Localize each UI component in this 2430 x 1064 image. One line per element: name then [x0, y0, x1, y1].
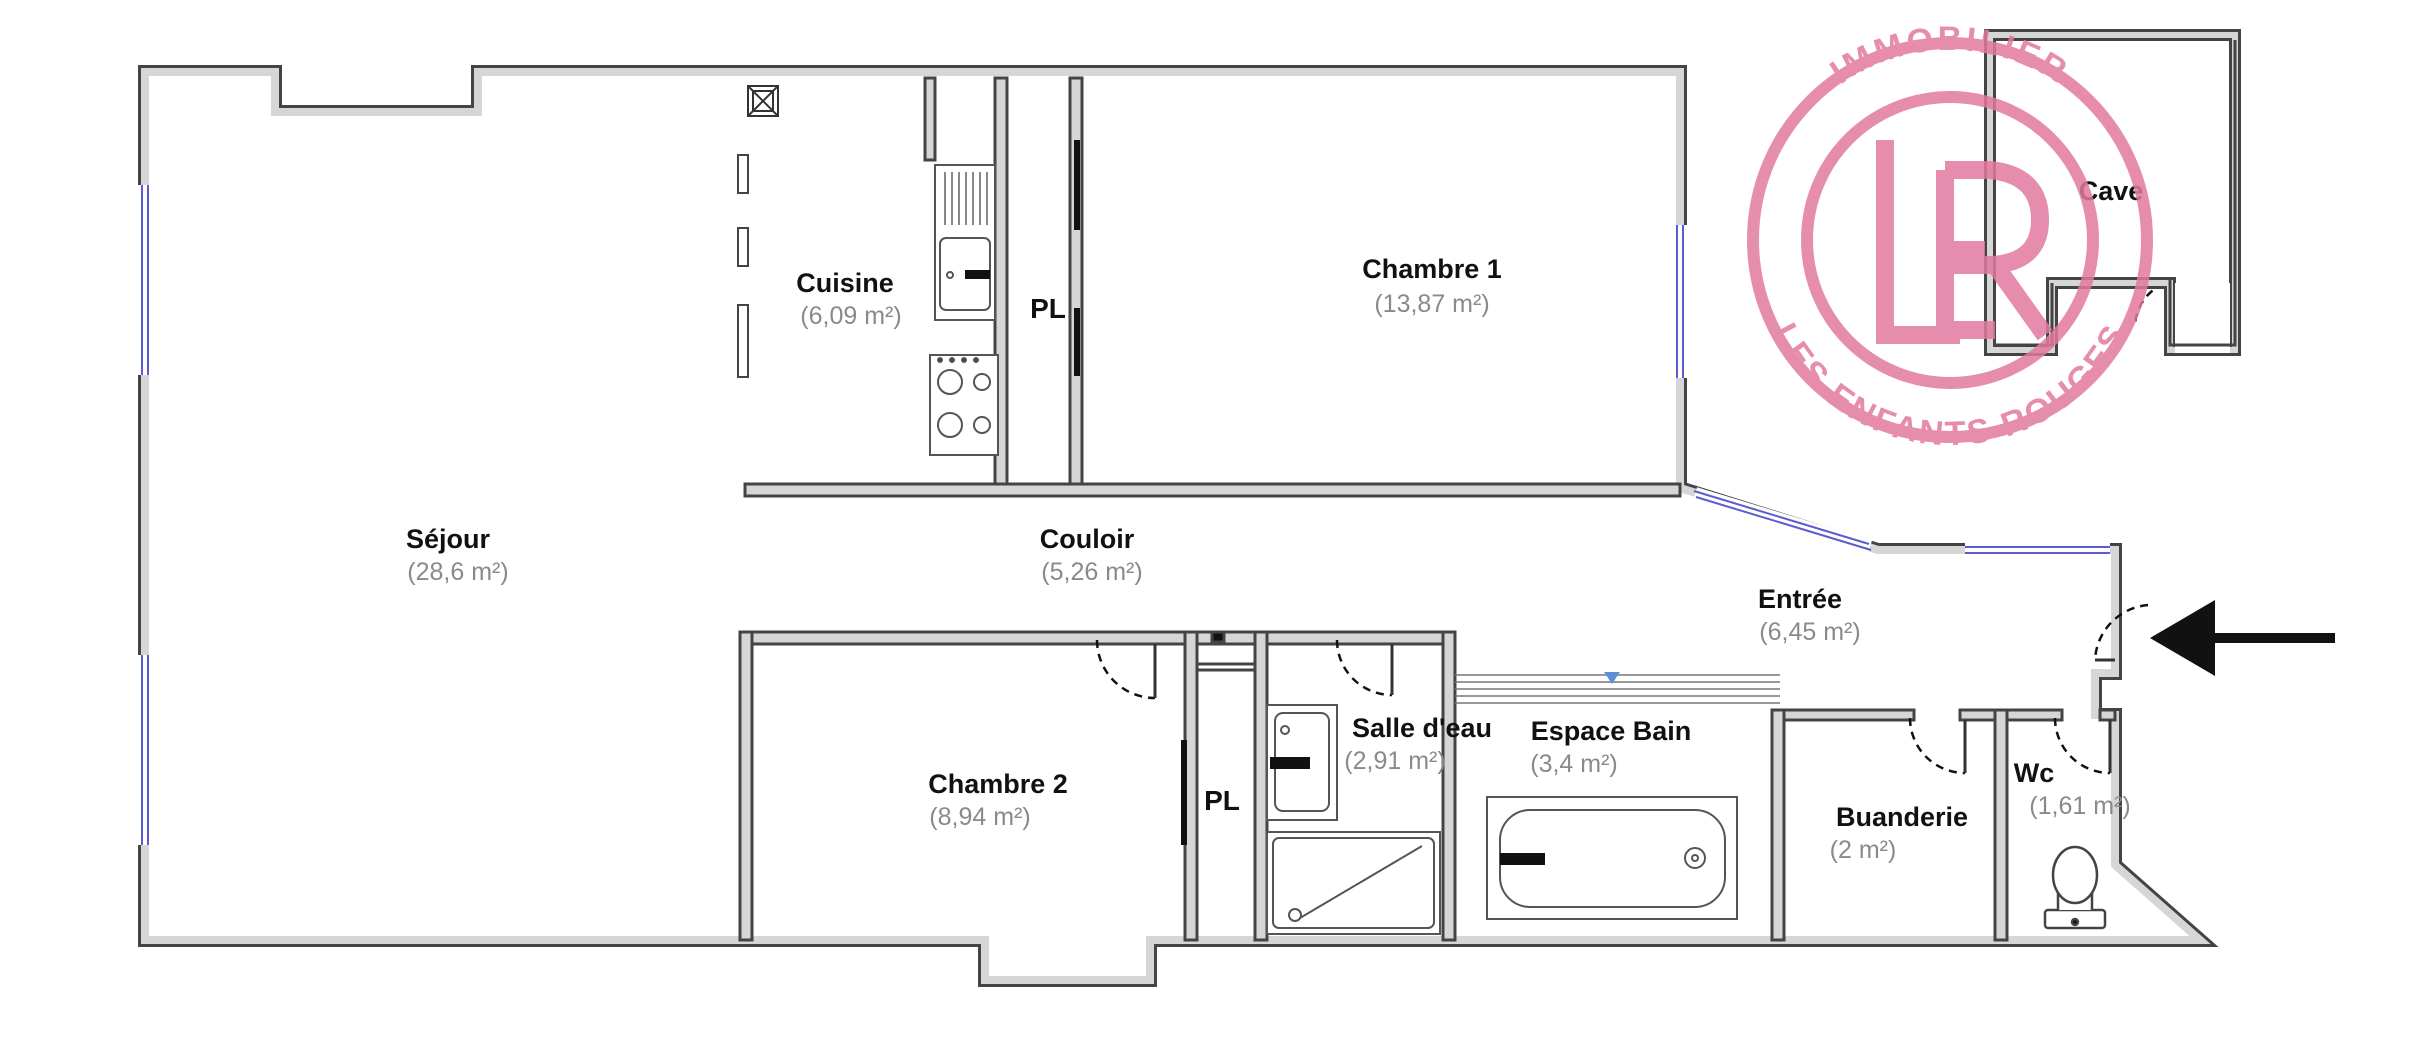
room-chambre1-area: (13,87 m²) — [1374, 290, 1489, 318]
kitchen-partition — [737, 154, 749, 378]
room-salle-deau-name: Salle d'eau — [1352, 713, 1492, 743]
room-wc-name: Wc — [2014, 758, 2055, 788]
room-entree-name: Entrée — [1758, 584, 1842, 614]
room-wc-area: (1,61 m²) — [2029, 792, 2130, 820]
washbasin-icon — [1266, 704, 1338, 821]
room-chambre2-name: Chambre 2 — [928, 769, 1068, 799]
room-buanderie-name: Buanderie — [1836, 802, 1968, 832]
room-couloir-area: (5,26 m²) — [1041, 558, 1142, 586]
stamp-logo-ler — [1876, 140, 2053, 344]
room-sejour-name: Séjour — [406, 524, 491, 554]
room-cuisine-name: Cuisine — [796, 268, 894, 298]
entrance-arrow-icon — [2150, 600, 2335, 676]
shower-tray-icon — [1266, 831, 1441, 935]
room-salle-deau-area: (2,91 m²) — [1344, 747, 1445, 775]
interior-walls — [738, 76, 2117, 942]
closet-doors — [1074, 140, 1187, 845]
stove-icon — [929, 354, 999, 456]
door-stubs — [1195, 630, 1257, 672]
outer-wall-inner — [141, 68, 2211, 984]
room-espace-bain-name: Espace Bain — [1531, 716, 1692, 746]
room-chambre2-area: (8,94 m²) — [929, 803, 1030, 831]
door-leaves — [1153, 644, 2115, 773]
room-chambre1-name: Chambre 1 — [1362, 254, 1502, 284]
room-sejour-area: (28,6 m²) — [407, 558, 508, 586]
room-cuisine-area: (6,09 m²) — [800, 302, 901, 330]
ventilation-duct — [747, 85, 779, 117]
room-couloir-name: Couloir — [1040, 524, 1135, 554]
room-espace-bain-area: (3,4 m²) — [1530, 750, 1618, 778]
closet-label-2: PL — [1204, 785, 1240, 816]
room-entree-area: (6,45 m²) — [1759, 618, 1860, 646]
kitchen-sink-icon — [934, 164, 996, 321]
bathtub-icon — [1486, 796, 1738, 920]
room-buanderie-area: (2 m²) — [1830, 836, 1897, 864]
closet-label-1: PL — [1030, 293, 1066, 324]
windows — [138, 185, 2110, 845]
toilet-icon — [2043, 845, 2107, 930]
valve-icon — [1604, 672, 1620, 684]
